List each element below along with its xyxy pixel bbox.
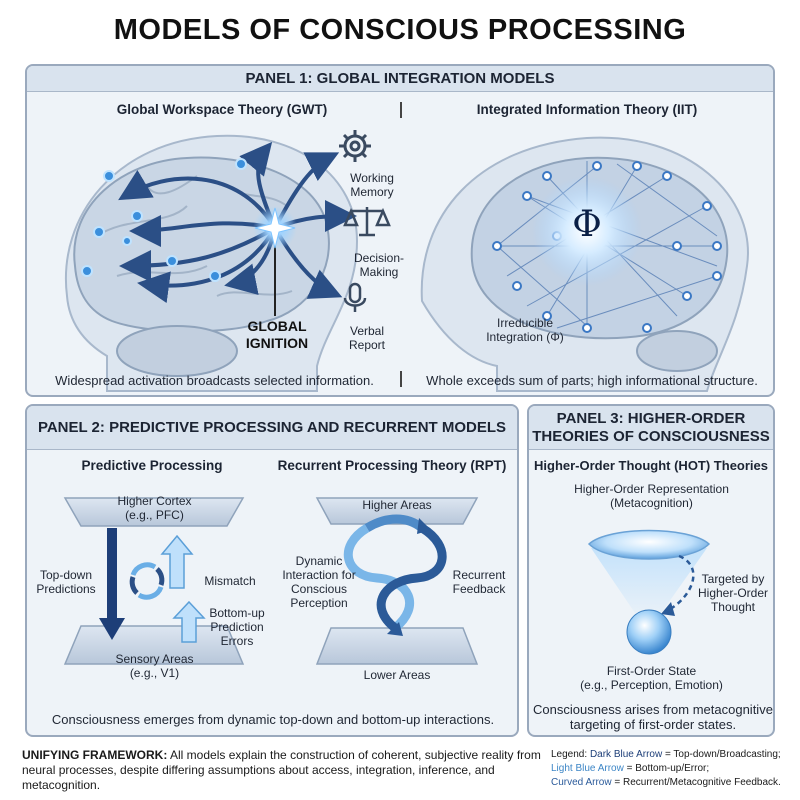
- unifying-framework-label: UNIFYING FRAMEWORK:: [22, 748, 168, 762]
- divider-bottom: [400, 371, 402, 387]
- panel-predictive-recurrent: PANEL 2: PREDICTIVE PROCESSING AND RECUR…: [25, 404, 519, 737]
- legend-curved-label: Curved Arrow: [551, 777, 612, 788]
- bottomup-arrow: [172, 600, 206, 643]
- gear-icon: [339, 130, 371, 162]
- phi-symbol: Φ: [572, 204, 602, 245]
- panel1-header: PANEL 1: GLOBAL INTEGRATION MODELS: [27, 66, 773, 92]
- iit-title: Integrated Information Theory (IIT): [476, 102, 698, 117]
- projection-beam: [591, 548, 707, 616]
- panel2-header: PANEL 2: PREDICTIVE PROCESSING AND RECUR…: [27, 406, 517, 450]
- unifying-framework-text: UNIFYING FRAMEWORK: All models explain t…: [22, 748, 541, 792]
- gwt-title: Global Workspace Theory (GWT): [116, 102, 328, 117]
- rpt-title: Recurrent Processing Theory (RPT): [277, 458, 507, 473]
- higher-cortex-label: Higher Cortex(e.g., PFC): [117, 494, 192, 522]
- first-order-sphere: [626, 609, 672, 655]
- lower-areas-label: Lower Areas: [363, 668, 431, 682]
- hot-diagram: [587, 529, 711, 655]
- gwt-brain: [73, 156, 330, 333]
- higher-areas-label: Higher Areas: [362, 498, 432, 512]
- panel-global-integration: PANEL 1: GLOBAL INTEGRATION MODELS Globa…: [25, 64, 775, 397]
- pp-top-slab: [63, 497, 245, 527]
- legend: Legend: Dark Blue Arrow = Top-down/Broad…: [551, 749, 781, 788]
- topdown-arrow: [107, 528, 117, 620]
- decision-making-label: Decision-Making: [353, 251, 404, 279]
- legend-dark-label: Dark Blue Arrow: [589, 749, 663, 760]
- metacognition-lens: [587, 529, 711, 560]
- divider-top: [400, 102, 402, 118]
- higher-order-representation-label: Higher-Order Representation(Metacognitio…: [574, 482, 729, 510]
- hot-title: Higher-Order Thought (HOT) Theories: [534, 458, 768, 473]
- rpt-top-slab: [315, 497, 479, 525]
- cycle-icon: [129, 562, 165, 600]
- scale-icon: [343, 207, 391, 237]
- gwt-caption: Widespread activation broadcasts selecte…: [55, 373, 374, 388]
- sensory-areas-label: Sensory Areas(e.g., V1): [115, 652, 194, 680]
- main-title: MODELS OF CONSCIOUS PROCESSING: [113, 14, 687, 46]
- first-order-state-label: First-Order State(e.g., Perception, Emot…: [580, 664, 723, 692]
- cerebellum: [116, 325, 238, 377]
- iit-caption: Whole exceeds sum of parts; high informa…: [426, 373, 758, 388]
- gwt-diagram: [64, 130, 749, 392]
- legend-light-label: Light Blue Arrow: [551, 763, 624, 774]
- mismatch-label: Mismatch: [204, 574, 256, 588]
- phi-glow: [532, 176, 642, 286]
- panel2-diagram: [63, 497, 479, 665]
- rpt-bottom-slab: [315, 627, 479, 665]
- panel2-caption: Consciousness emerges from dynamic top-d…: [51, 712, 495, 727]
- microphone-icon: [343, 282, 367, 312]
- pp-title: Predictive Processing: [81, 458, 223, 473]
- mismatch-arrow: [160, 534, 194, 589]
